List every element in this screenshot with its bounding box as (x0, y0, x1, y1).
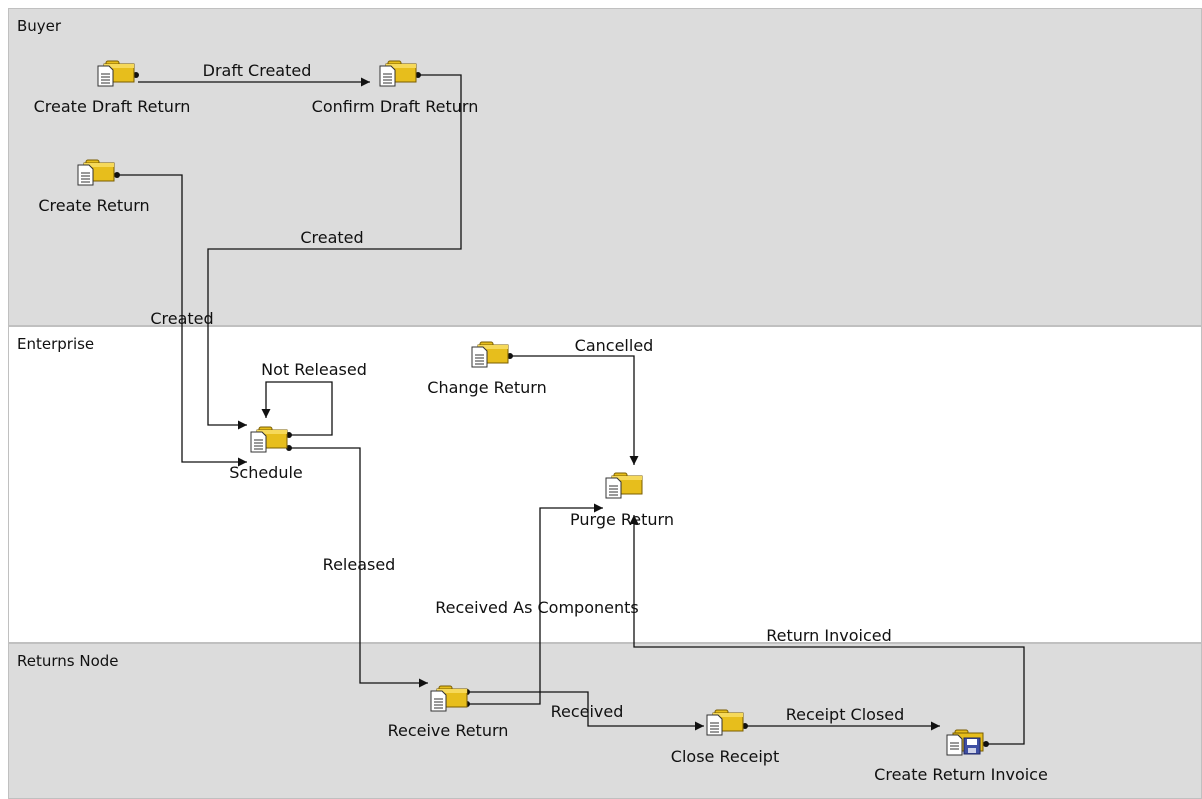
lane-label-returns-node: Returns Node (17, 652, 119, 670)
node-close-receipt[interactable]: Close Receipt (670, 747, 780, 766)
edge-return-invoiced (629, 515, 1025, 745)
node-purge-return[interactable]: Purge Return (570, 510, 674, 529)
edge-created-from-confirm (207, 74, 462, 430)
lane-label-enterprise: Enterprise (17, 335, 95, 353)
edge-received (466, 691, 704, 731)
create-return-icon[interactable] (77, 159, 115, 186)
schedule-icon[interactable] (250, 426, 288, 453)
lane-buyer: Buyer (8, 8, 1202, 326)
receive-return-icon[interactable] (430, 685, 468, 712)
lane-returns-node: Returns Node (8, 643, 1202, 799)
edge-label-received-as-components: Received As Components (435, 598, 639, 617)
edge-label-not-released: Not Released (261, 360, 367, 379)
close-receipt-icon[interactable] (706, 709, 744, 736)
node-create-return[interactable]: Create Return (38, 196, 150, 215)
node-create-return-invoice[interactable]: Create Return Invoice (874, 765, 1048, 784)
confirm-draft-return-icon[interactable] (379, 60, 417, 87)
edge-created-from-create-return (117, 174, 247, 467)
node-receive-return[interactable]: Receive Return (387, 721, 509, 740)
edge-label-received: Received (550, 702, 624, 721)
node-create-draft-return[interactable]: Create Draft Return (33, 97, 191, 116)
edge-label-created-return: Created (150, 309, 214, 328)
create-return-invoice-icon[interactable] (946, 729, 984, 756)
edge-label-cancelled: Cancelled (574, 336, 654, 355)
edge-label-released: Released (322, 555, 396, 574)
edge-label-draft-created: Draft Created (202, 61, 312, 80)
edge-not-released-loop (261, 381, 333, 436)
edge-released (290, 447, 428, 688)
node-change-return[interactable]: Change Return (427, 378, 547, 397)
edge-label-created-confirm: Created (300, 228, 364, 247)
change-return-icon[interactable] (471, 341, 509, 368)
edge-label-receipt-closed: Receipt Closed (785, 705, 905, 724)
node-schedule[interactable]: Schedule (229, 463, 303, 482)
lane-label-buyer: Buyer (17, 17, 62, 35)
edge-received-as-components (466, 503, 603, 705)
edge-cancelled (510, 355, 639, 465)
create-draft-return-icon[interactable] (97, 60, 135, 87)
edge-label-return-invoiced: Return Invoiced (766, 626, 892, 645)
lane-enterprise: Enterprise (8, 326, 1202, 643)
purge-return-icon[interactable] (605, 472, 643, 499)
node-confirm-draft-return[interactable]: Confirm Draft Return (311, 97, 479, 116)
